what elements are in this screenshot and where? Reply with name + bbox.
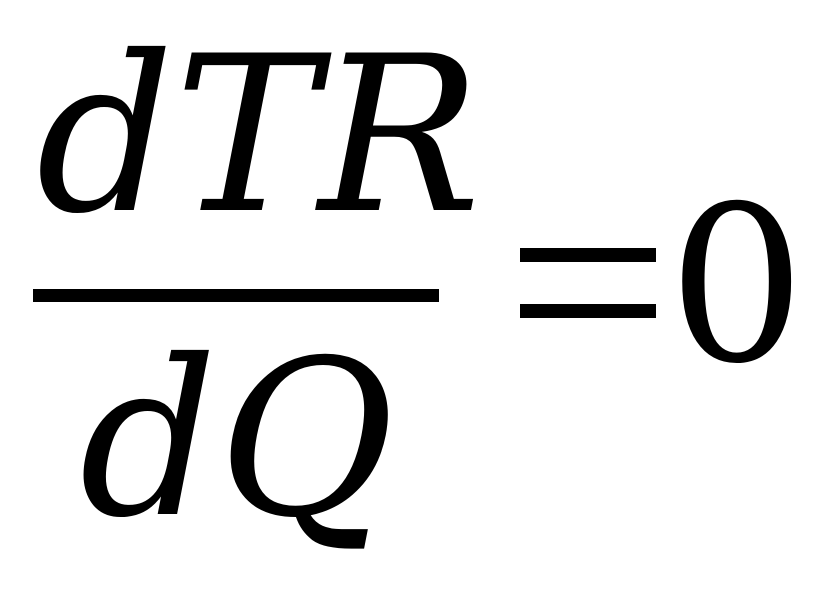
right-hand-side: 0 [668,160,806,411]
equals-bar-bottom [520,304,656,318]
denominator: dQ [79,314,395,565]
fraction-bar [33,289,439,302]
numerator: dTR [36,10,481,261]
equals-sign [520,248,656,320]
equals-bar-top [520,248,656,262]
